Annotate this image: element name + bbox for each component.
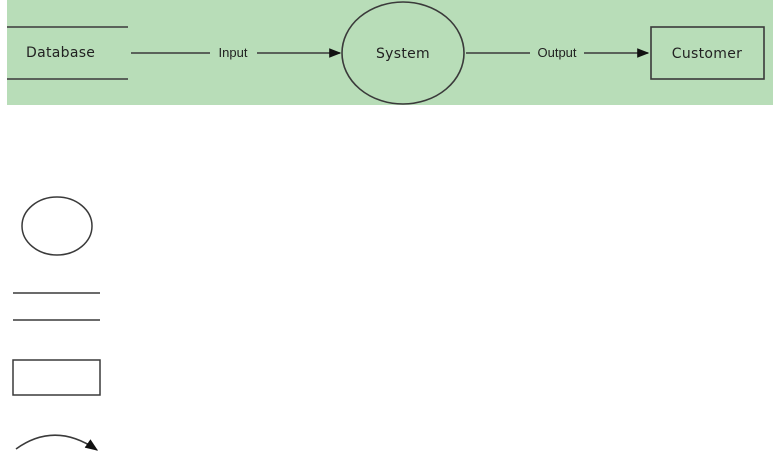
double-line-data-store-icon [13, 292, 100, 321]
output-flow-label: Output [537, 45, 576, 60]
system-process: System [341, 1, 465, 105]
system-process-circle [341, 1, 465, 105]
rectangle-entity-icon [12, 359, 101, 396]
customer-entity-box [650, 26, 765, 80]
customer-entity: Customer [650, 26, 765, 80]
database-data-store: Database [7, 26, 128, 80]
output-flow: Output [466, 45, 650, 60]
input-flow-label: Input [219, 45, 248, 60]
system-label: System [376, 46, 430, 62]
input-flow: Input [131, 45, 342, 60]
symbol-legend [12, 196, 101, 451]
curved-arrow-flow-icon [15, 434, 99, 451]
customer-label: Customer [672, 46, 742, 62]
circle-process-icon [21, 196, 93, 256]
context-diagram: Database Input System Output Customer [7, 0, 773, 105]
database-label: Database [26, 45, 95, 61]
